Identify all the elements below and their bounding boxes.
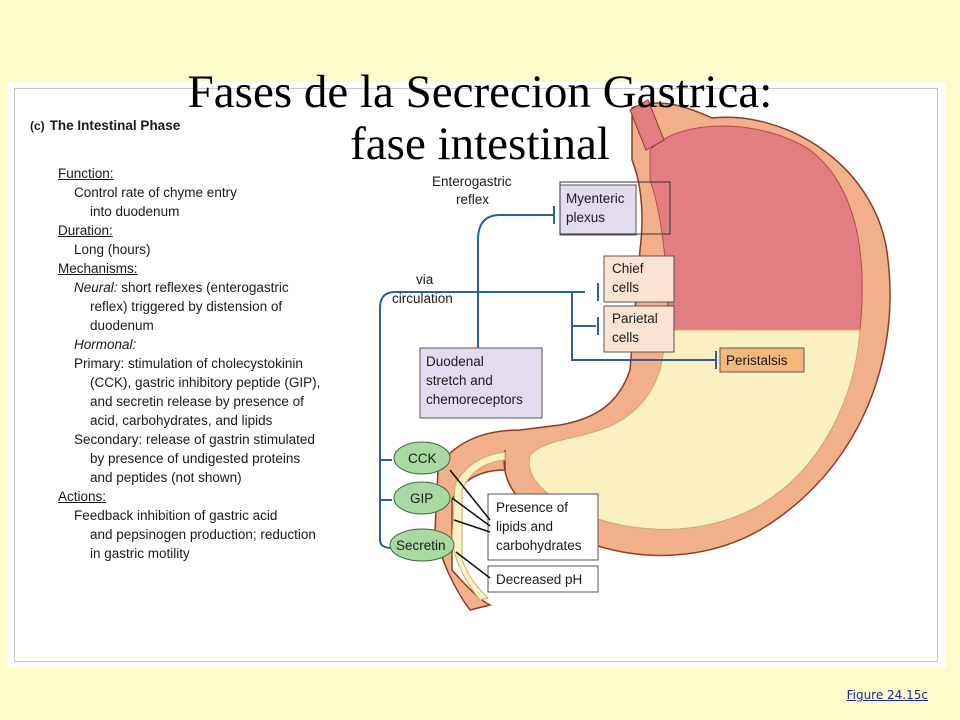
- primary-line-4: acid, carbohydrates, and lipids: [90, 413, 273, 428]
- actions-label: Actions:: [58, 489, 107, 504]
- stomach-lumen: [649, 125, 863, 331]
- function-label: Function:: [58, 166, 114, 181]
- neural-line-2: reflex) triggered by distension of: [90, 299, 283, 314]
- circulation-label: circulation: [392, 291, 453, 306]
- duration-line-1: Long (hours): [74, 242, 151, 257]
- chief-label-1: Chief: [612, 261, 644, 276]
- parietal-cells-box: [603, 305, 675, 353]
- duodenal-label-2: stretch and: [426, 373, 493, 388]
- gip-label: GIP: [410, 491, 433, 506]
- stimulus-arrows: [449, 469, 491, 579]
- parietal-label-1: Parietal: [612, 311, 658, 326]
- function-line-2: into duodenum: [90, 204, 180, 219]
- presence-label-3: carbohydrates: [496, 538, 582, 553]
- neural-line-1: Neural: short reflexes (enterogastric: [74, 278, 289, 297]
- myenteric-label-2: plexus: [566, 210, 605, 225]
- actions-line-2: and pepsinogen production; reduction: [90, 527, 316, 542]
- primary-line-1: Primary: stimulation of cholecystokinin: [74, 356, 303, 371]
- enterogastric-label-2: reflex: [456, 192, 489, 207]
- secondary-line-1: Secondary: release of gastrin stimulated: [74, 432, 315, 447]
- neural-label: Neural:: [74, 280, 118, 295]
- phase-heading: (c) The Intestinal Phase: [30, 118, 180, 133]
- figure-reference-link[interactable]: Figure 24.15c: [846, 688, 928, 702]
- slide-title: Fases de la Secrecion Gastrica: fase int…: [0, 66, 960, 170]
- neural-text: short reflexes (enterogastric: [117, 280, 289, 295]
- slide-title-line-1: Fases de la Secrecion Gastrica:: [187, 66, 773, 118]
- via-label: via: [416, 272, 434, 287]
- parietal-label-2: cells: [612, 330, 639, 345]
- actions-line-1: Feedback inhibition of gastric acid: [74, 508, 278, 523]
- gip-ellipse: [393, 481, 451, 515]
- decreased-ph-label: Decreased pH: [496, 572, 582, 587]
- esophagus: [629, 99, 665, 151]
- neural-line-3: duodenum: [90, 318, 154, 333]
- chief-cells-box: [603, 255, 675, 303]
- phase-letter: (c): [30, 119, 45, 133]
- enterogastric-label-1: Enterogastric: [432, 174, 512, 189]
- decreased-ph-box: [487, 565, 599, 593]
- secondary-line-2: by presence of undigested proteins: [90, 451, 301, 466]
- peristalsis-label: Peristalsis: [726, 353, 788, 368]
- pathway-lines: [379, 206, 717, 549]
- slide-title-line-2: fase intestinal: [350, 118, 610, 170]
- duodenal-label-3: chemoreceptors: [426, 392, 523, 407]
- cck-label: CCK: [408, 451, 437, 466]
- myenteric-plexus-box: [559, 184, 637, 236]
- phase-name: The Intestinal Phase: [49, 118, 181, 133]
- secretin-ellipse: [389, 528, 455, 562]
- duration-label: Duration:: [58, 223, 113, 238]
- secondary-line-3: and peptides (not shown): [90, 470, 242, 485]
- presence-label-2: lipids and: [496, 519, 553, 534]
- mechanisms-label: Mechanisms:: [58, 261, 138, 276]
- primary-line-2: (CCK), gastric inhibitory peptide (GIP),: [90, 375, 321, 390]
- peristalsis-box: [719, 347, 805, 373]
- actions-line-3: in gastric motility: [90, 546, 190, 561]
- function-line-1: Control rate of chyme entry: [74, 185, 237, 200]
- duodenal-label-1: Duodenal: [426, 354, 484, 369]
- duodenum-lumen: [451, 451, 506, 601]
- duodenal-receptors-box: [419, 347, 543, 419]
- chief-label-2: cells: [612, 280, 639, 295]
- presence-label-1: Presence of: [496, 500, 568, 515]
- cck-ellipse: [393, 441, 451, 475]
- secretin-label: Secretin: [396, 538, 446, 553]
- myenteric-label-1: Myenteric: [566, 191, 625, 206]
- presence-box: [487, 493, 599, 561]
- figure-frame: [14, 88, 938, 662]
- hormonal-label: Hormonal:: [74, 337, 137, 352]
- primary-line-3: and secretin release by presence of: [90, 394, 304, 409]
